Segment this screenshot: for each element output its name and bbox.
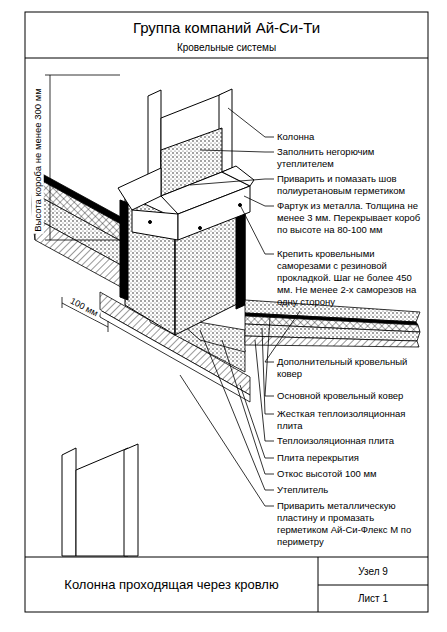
dimension-label: Высота короба не менее 300 мм [32,86,44,234]
leader-line [240,385,274,458]
callout-note: Теплоизоляционная плита [277,435,425,447]
drawing-polygon [120,200,128,300]
leader-line [190,179,274,185]
sheet-subtitle: Кровельные системы [25,41,428,54]
callout-note: Колонна [277,131,425,143]
drawing-line [25,557,428,558]
drawing-polygon [245,336,419,347]
drawing-line [25,58,428,59]
callout-note: Приварить и помазать шов полиуретановым … [277,173,425,197]
drawing-line [45,75,120,76]
leader-line [222,340,274,474]
drawing-g [32,170,130,292]
drawing-polygon [35,218,130,292]
node-number: Узел 9 [318,565,428,578]
drawing-line [108,321,109,332]
leader-line [262,328,274,414]
callout-note: Утеплитель [277,484,425,496]
drawing-line [50,75,51,240]
callout-note: Откос высотой 100 мм [277,468,425,480]
drawing-polygon [118,168,161,210]
callout-note: Фартук из металла. Толщина не менее 3 мм… [277,200,425,236]
drawing-name: Колонна проходящая через кровлю [25,577,318,593]
drawing-polygon [222,166,254,186]
callout-note: Приварить металлическую пластину и прома… [277,500,425,548]
drawing-polygon [132,210,178,240]
leader-line [200,150,274,152]
dimension-label: 100 мм [66,294,101,320]
leader-line [200,330,274,490]
drawing-circle [149,221,152,224]
drawing-circle [199,227,202,230]
callout-note: Основной кровельный ковер [277,390,425,402]
leader-line [265,317,274,396]
callout-note: Заполнить негорючим утеплителем [277,146,425,170]
callout-note: Крепить кровельными саморезами с резинов… [277,248,425,308]
drawing-polygon [124,444,138,556]
leader-line [228,108,274,137]
drawing-g [245,300,420,347]
sheet-number: Лист 1 [318,592,428,605]
drawing-line [45,240,120,241]
drawing-line [62,297,63,308]
callout-note: Жесткая теплоизоляционная плита [277,408,425,432]
drawing-rect [25,12,428,612]
sheet-title: Группа компаний Ай-Си-Ти [25,18,428,37]
drawing-polygon [76,448,128,556]
drawing-g [118,166,254,240]
drawing-g [45,75,120,332]
leader-line [244,196,274,206]
drawing-g [62,444,138,556]
drawing-polygon [62,448,76,556]
leader-line [255,340,274,441]
drawing-line [318,585,428,586]
callout-note: Дополнительный кровельный ковер [277,356,425,380]
drawing-polygon [178,186,250,240]
callout-note: Плита перекрытия [277,452,425,464]
leader-line [180,375,274,506]
leader-line [240,205,274,254]
drawing-g [25,12,428,612]
